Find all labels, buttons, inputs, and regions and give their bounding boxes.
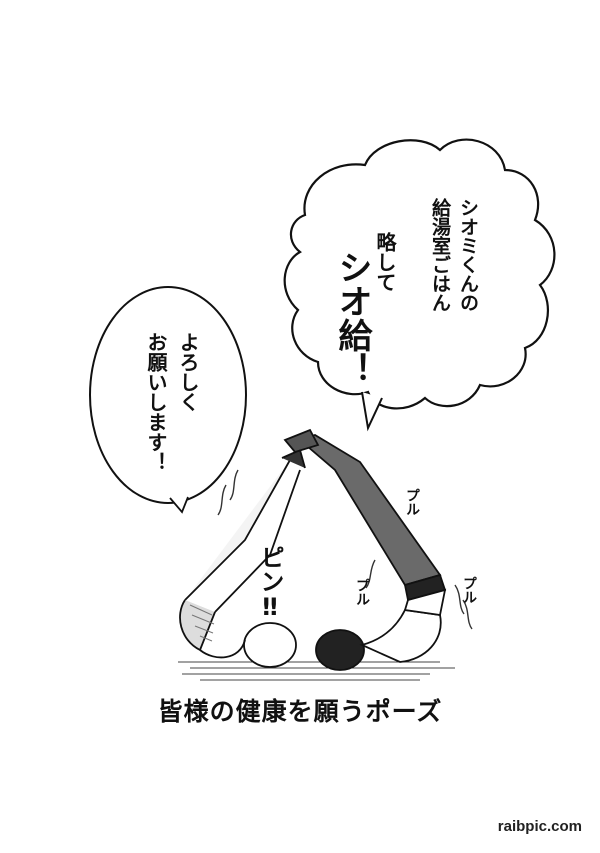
sfx-puru-2: プル (354, 578, 370, 606)
sfx-pin: ピン‼ (256, 545, 284, 621)
speech-bubble-right-tail (361, 391, 383, 432)
bubble-right-line-3: 略して (373, 232, 397, 292)
floor-hatching (178, 661, 455, 681)
bubble-left-line-2: お願いします！ (144, 332, 168, 472)
right-figure (283, 428, 447, 671)
sfx-puru-3: プル (461, 576, 477, 604)
caption: 皆様の健康を願うポーズ (157, 697, 443, 726)
bubble-right-line-1: シオミくんの (457, 198, 479, 312)
motion-lines (217, 469, 473, 630)
left-figure (179, 448, 306, 668)
sfx-puru-1: プル (404, 488, 420, 516)
speech-bubble-right (283, 138, 556, 410)
bubble-right-line-4: シオ給！ (332, 250, 372, 386)
speech-bubble-left (89, 286, 247, 504)
bubble-right-line-2: 給湯室ごはん (429, 198, 451, 312)
bubble-left-line-1: よろしく (176, 332, 200, 412)
speech-bubble-left-tail (169, 496, 189, 514)
watermark: raibpic.com (497, 818, 582, 835)
